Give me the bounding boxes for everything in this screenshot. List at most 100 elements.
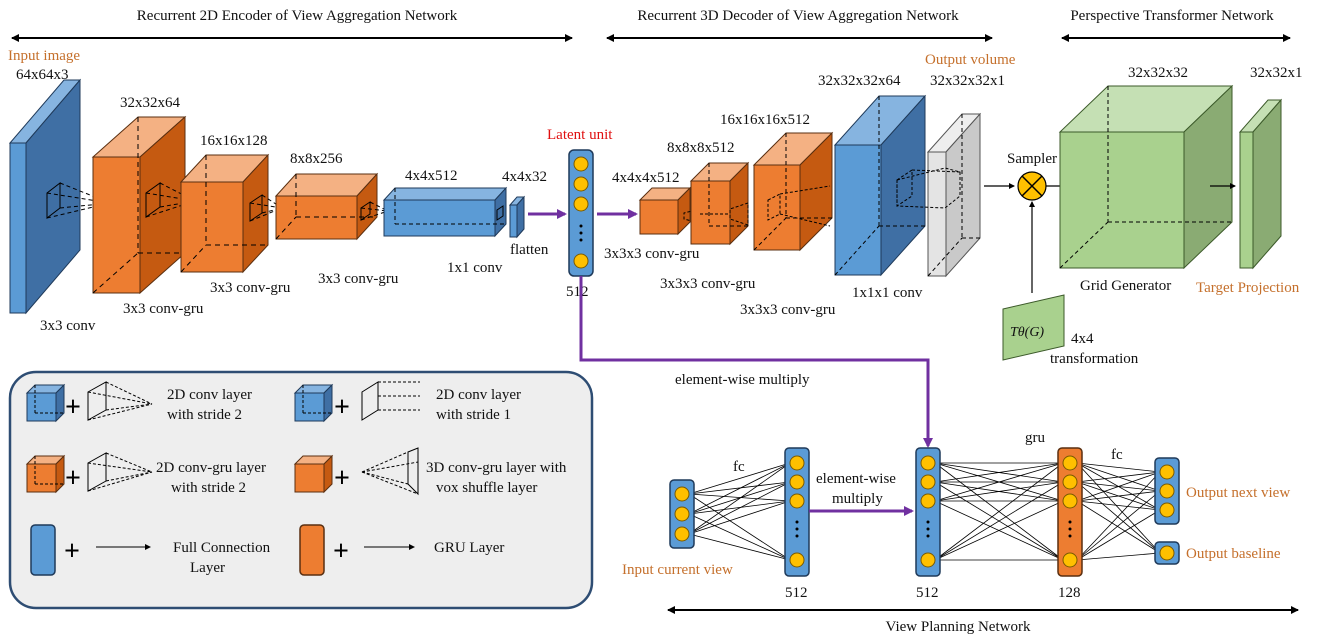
size3-label: 128 bbox=[1058, 585, 1081, 601]
size2-label: 512 bbox=[916, 585, 939, 601]
legend-6-line1: GRU Layer bbox=[434, 540, 504, 556]
sampler-node bbox=[1017, 171, 1047, 201]
decoder-block-3 bbox=[752, 131, 834, 252]
legend-fc: + bbox=[30, 524, 151, 576]
legend-gru: + bbox=[299, 524, 415, 576]
input-image-block bbox=[8, 78, 111, 315]
connection-edge bbox=[688, 493, 791, 504]
connection-edge bbox=[1076, 500, 1161, 554]
legend-3-line2: with stride 2 bbox=[171, 480, 246, 496]
decoder-title: Recurrent 3D Decoder of View Aggregation… bbox=[637, 8, 959, 24]
proj-dim-label: 32x32x1 bbox=[1250, 65, 1303, 81]
latent-size-label: 512 bbox=[566, 284, 589, 300]
enc3-dim-label: 8x8x256 bbox=[290, 151, 343, 167]
decoder-block-4 bbox=[833, 94, 927, 277]
connection-edge bbox=[688, 533, 791, 562]
output-next-view-layer bbox=[1154, 457, 1180, 525]
latent-label: Latent unit bbox=[547, 127, 613, 143]
connection-edge bbox=[934, 462, 1064, 561]
enc1-dim-label: 32x32x64 bbox=[120, 95, 181, 111]
encoder-title: Recurrent 2D Encoder of View Aggregation… bbox=[137, 8, 458, 24]
connection-edge bbox=[688, 479, 791, 495]
transformation-block bbox=[1002, 294, 1065, 361]
grid-generator-block bbox=[1058, 84, 1234, 270]
dec4-dim-label: 32x32x32x64 bbox=[818, 73, 901, 89]
connection-edge bbox=[1076, 462, 1161, 554]
enc5-op-label: flatten bbox=[510, 242, 549, 258]
legend-1-line2: with stride 2 bbox=[167, 407, 242, 423]
connection-edge bbox=[1076, 550, 1161, 561]
legend-2-line2: with stride 1 bbox=[436, 407, 511, 423]
size1-label: 512 bbox=[785, 585, 808, 601]
connection-edge bbox=[1076, 469, 1161, 483]
enc2-op-label: 3x3 conv-gru bbox=[210, 280, 291, 296]
connection-edge bbox=[1076, 481, 1161, 554]
legend-1-line1: 2D conv layer bbox=[167, 387, 252, 403]
connection-edge bbox=[688, 462, 791, 515]
output-baseline-label: Output baseline bbox=[1186, 546, 1281, 562]
enc3-op-label: 3x3 conv-gru bbox=[318, 271, 399, 287]
grid-dim-label: 32x32x32 bbox=[1128, 65, 1188, 81]
encoder-header: Recurrent 2D Encoder of View Aggregation… bbox=[11, 8, 573, 42]
output-volume-dim: 32x32x32x1 bbox=[930, 73, 1005, 89]
conv-gru-block-2 bbox=[179, 153, 283, 274]
connection-edge bbox=[1076, 462, 1161, 475]
theta-label: Tθ(G) bbox=[1010, 325, 1044, 340]
dec2-op-label: 3x3x3 conv-gru bbox=[660, 276, 756, 292]
input-current-view-label: Input current view bbox=[622, 562, 733, 578]
connection-edge bbox=[688, 493, 791, 561]
plus-icon: + bbox=[333, 536, 349, 567]
conv-gru-block-3 bbox=[274, 172, 389, 241]
legend-convgru-stride2: + bbox=[25, 452, 153, 494]
planning-title: View Planning Network bbox=[886, 619, 1031, 635]
network-connections bbox=[688, 460, 1161, 563]
decoder-block-1 bbox=[638, 186, 701, 236]
multiply-layer bbox=[915, 447, 941, 577]
fc1-label: fc bbox=[733, 459, 745, 475]
view-planning-network bbox=[669, 447, 1180, 577]
dec3-op-label: 3x3x3 conv-gru bbox=[740, 302, 836, 318]
output-volume-label: Output volume bbox=[925, 52, 1016, 68]
gru-label: gru bbox=[1025, 430, 1045, 446]
latent-multiply-arrow bbox=[579, 276, 933, 448]
legend-4-line2: vox shuffle layer bbox=[436, 480, 537, 496]
legend-3-line1: 2D conv-gru layer bbox=[156, 460, 266, 476]
legend-3d-convgru: + bbox=[293, 447, 419, 496]
ew-multiply-top-label: element-wise multiply bbox=[675, 372, 810, 388]
enc4-op-label: 1x1 conv bbox=[447, 260, 503, 276]
fc-layer-1 bbox=[784, 447, 810, 577]
connection-edge bbox=[1076, 500, 1161, 513]
input-image-label: Input image bbox=[8, 48, 80, 64]
gru-layer bbox=[1057, 447, 1083, 577]
plus-icon: + bbox=[65, 392, 81, 423]
plus-icon: + bbox=[334, 463, 350, 494]
dec2-dim-label: 8x8x8x512 bbox=[667, 140, 735, 156]
dec1-dim-label: 4x4x4x512 bbox=[612, 170, 680, 186]
connection-edge bbox=[1076, 490, 1161, 561]
ew-multiply-label-2: multiply bbox=[832, 491, 883, 507]
conv-1x1-block bbox=[382, 186, 508, 238]
ptn-title: Perspective Transformer Network bbox=[1070, 8, 1274, 24]
connection-edge bbox=[1076, 471, 1161, 561]
grid-generator-label: Grid Generator bbox=[1080, 278, 1171, 294]
connection-edge bbox=[688, 498, 791, 515]
enc1-op-label: 3x3 conv-gru bbox=[123, 301, 204, 317]
plus-icon: + bbox=[65, 463, 81, 494]
conv-gru-block-1 bbox=[91, 115, 196, 295]
connection-edge bbox=[688, 499, 791, 535]
sampler-label: Sampler bbox=[1007, 151, 1057, 167]
connection-edge bbox=[934, 500, 1064, 561]
connection-edge bbox=[934, 481, 1064, 561]
dec3-dim-label: 16x16x16x512 bbox=[720, 112, 810, 128]
output-baseline-layer bbox=[1154, 541, 1180, 565]
connection-edge bbox=[1076, 488, 1161, 502]
decoder-block-2 bbox=[689, 161, 750, 246]
legend-4-line1: 3D conv-gru layer with bbox=[426, 460, 567, 476]
legend-5-line2: Layer bbox=[190, 560, 225, 576]
connection-edge bbox=[1076, 470, 1161, 502]
connection-edge bbox=[688, 481, 791, 535]
connection-edge bbox=[688, 480, 791, 515]
plus-icon: + bbox=[334, 392, 350, 423]
dec1-op-label: 3x3x3 conv-gru bbox=[604, 246, 700, 262]
